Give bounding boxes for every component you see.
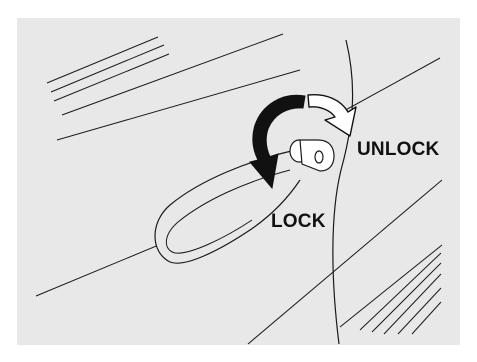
unlock-label: UNLOCK — [357, 139, 439, 161]
lock-label: LOCK — [271, 211, 326, 233]
